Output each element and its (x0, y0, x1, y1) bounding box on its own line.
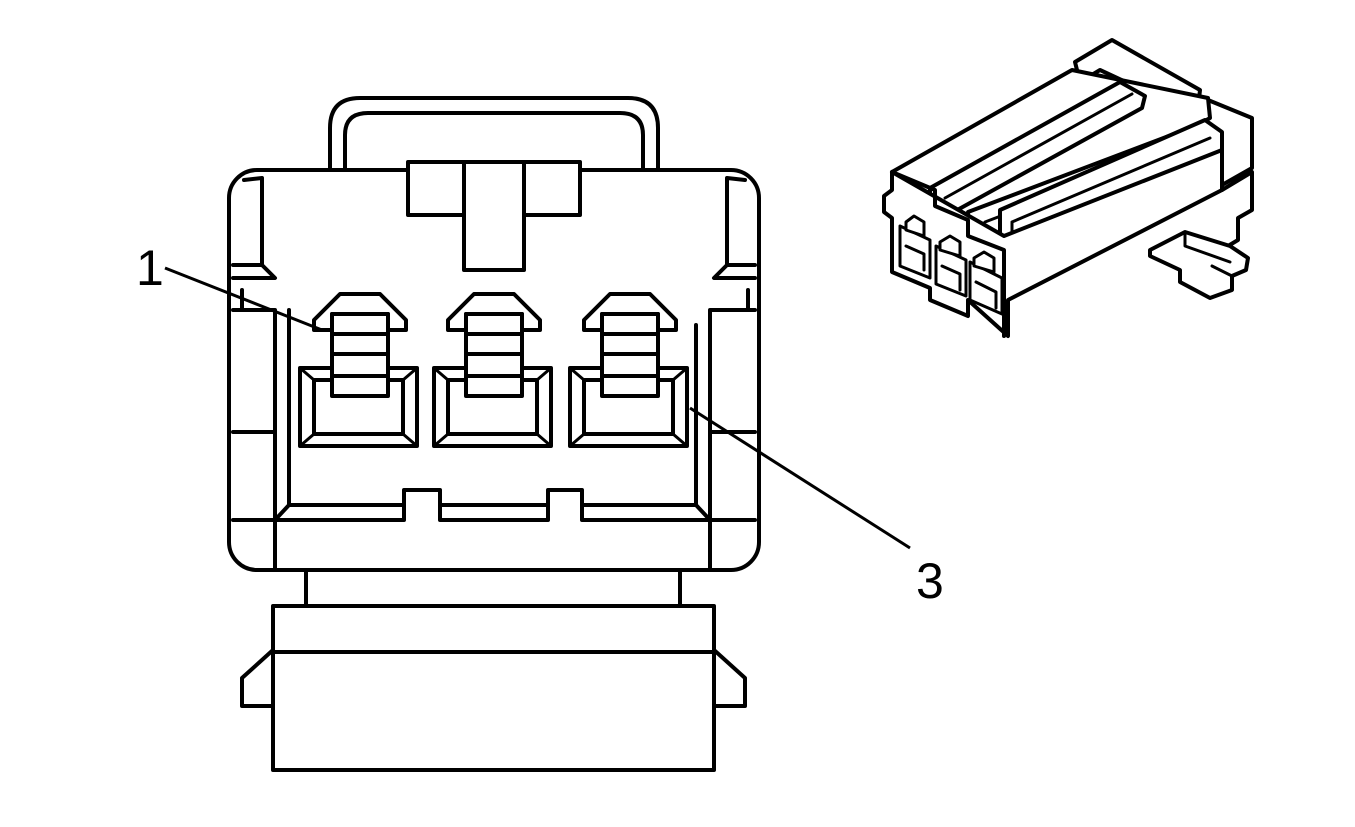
iso-foot-detail (1183, 230, 1234, 278)
rear-boot (240, 604, 747, 772)
iso-cavity-2 (934, 234, 968, 298)
housing-floor (273, 488, 712, 522)
center-key-divider (462, 160, 526, 217)
iso-front-face-edges (890, 170, 1006, 338)
callout-1-leader (164, 266, 323, 332)
iso-locking-foot (1148, 230, 1250, 300)
connector-neck (304, 568, 682, 608)
callout-3-leader (689, 406, 911, 550)
top-latch-tab (328, 96, 660, 172)
terminal-cavity-3 (568, 292, 689, 448)
connector-face-view (227, 96, 761, 772)
terminal-cavity-2 (432, 292, 553, 448)
iso-cavity-3 (968, 250, 1004, 316)
iso-cavity-1 (898, 214, 932, 280)
connector-isometric-view (882, 38, 1254, 338)
terminal-cavity-1 (298, 292, 419, 448)
rear-boot-line (271, 648, 716, 708)
center-key (406, 160, 582, 272)
housing-inner-wall (231, 176, 757, 280)
top-latch-tab-inner (343, 111, 645, 172)
callout-1-label: 1 (136, 240, 164, 296)
callout-3-label: 3 (916, 553, 944, 609)
